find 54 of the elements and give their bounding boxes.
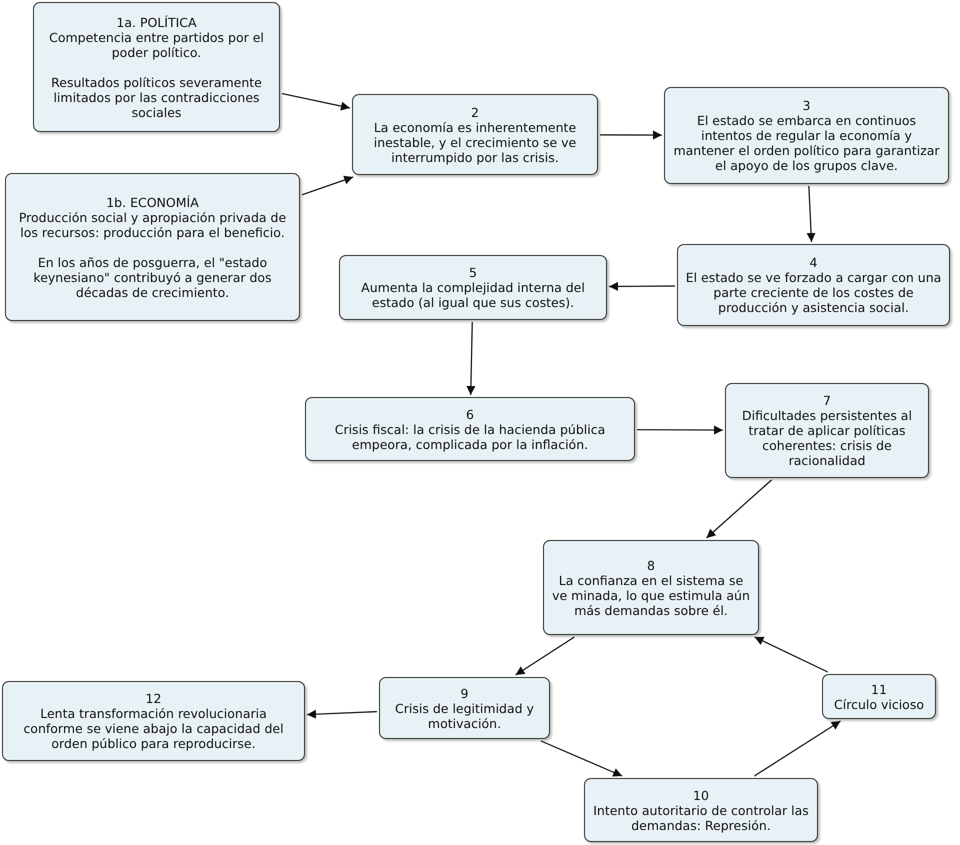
box-text: En los años de posguerra, el "estado keynesiano" contribuyó a generar dos décadas de crecimiento.: [32, 254, 273, 300]
concept-box: [543, 540, 759, 635]
box-heading: 6: [466, 406, 474, 422]
box-heading: 8: [647, 558, 655, 572]
concept-box: [305, 397, 635, 461]
box-text: El estado se ve forzado a cargar con una parte creciente de los costes de producción y asistencia social.: [684, 270, 942, 315]
concept-box: [725, 383, 929, 478]
box-text: Producción social y apropiación privada de los recursos: producción para el beneficio.: [18, 210, 288, 240]
arrow: [806, 186, 816, 242]
concept-box: [339, 255, 607, 320]
arrow: [282, 93, 350, 111]
arrow: [540, 740, 622, 777]
box-heading: 11: [871, 682, 887, 696]
concept-box: [664, 87, 949, 184]
box-heading: 1b. ECONOMÍA: [106, 194, 199, 210]
concept-box: [352, 94, 598, 175]
concept-box: [5, 173, 300, 321]
arrow: [637, 426, 723, 435]
box-text: La confianza en el sistema se ve minada, lo que estimula aún más demandas sobre él.: [551, 572, 751, 618]
box-text: Círculo vicioso: [834, 696, 924, 712]
box-heading: 3: [802, 98, 810, 113]
arrow: [600, 130, 662, 140]
concept-box: [584, 778, 818, 842]
box-text: Dificultades persistentes al tratar de aplicar políticas coherentes: crisis de racionalidad: [741, 408, 913, 468]
arrow: [706, 480, 772, 538]
arrow: [609, 282, 675, 291]
arrow: [515, 636, 575, 676]
box-text: Competencia entre partidos por el poder político.: [48, 30, 265, 60]
box-heading: 4: [810, 255, 818, 270]
box-text: La economía es inherentemente inestable, y el crecimiento se ve interrumpido por las crisis.: [372, 120, 578, 164]
box-text: El estado se embarca en continuos intentos de regular la economía y mantener el orden político para garantizar el apoyo de los grupos clave.: [672, 113, 941, 173]
box-heading: 7: [823, 393, 831, 408]
box-text: Lenta transformación revolucionaria conforme se viene abajo la capacidad del orden público para reproducirse.: [22, 706, 285, 751]
box-heading: 2: [471, 104, 479, 120]
arrow: [302, 176, 354, 196]
concept-box: [379, 677, 550, 739]
box-text: Aumenta la complejidad interna del estado (al igual que sus costes).: [360, 280, 586, 310]
box-heading: 9: [460, 686, 468, 700]
arrow: [306, 710, 378, 719]
concept-box: [33, 2, 280, 132]
concept-box: [822, 674, 936, 719]
arrow: [466, 322, 476, 396]
box-text: Resultados políticos severamente limitados por las contradicciones sociales: [50, 74, 263, 120]
arrow: [754, 720, 841, 776]
box-heading: 1a. POLÍTICA: [116, 14, 197, 30]
concept-box: [677, 244, 950, 326]
box-heading: 10: [693, 788, 709, 802]
box-text: Crisis de legitimidad y motivación.: [394, 700, 535, 730]
box-heading: 5: [469, 265, 477, 280]
concept-box: [2, 681, 305, 761]
box-text: Intento autoritario de controlar las demandas: Represión.: [592, 802, 810, 832]
arrow: [754, 636, 828, 673]
box-text: Crisis fiscal: la crisis de la hacienda pública empeora, complicada por la inflación.: [334, 422, 606, 452]
box-heading: 12: [146, 691, 162, 706]
